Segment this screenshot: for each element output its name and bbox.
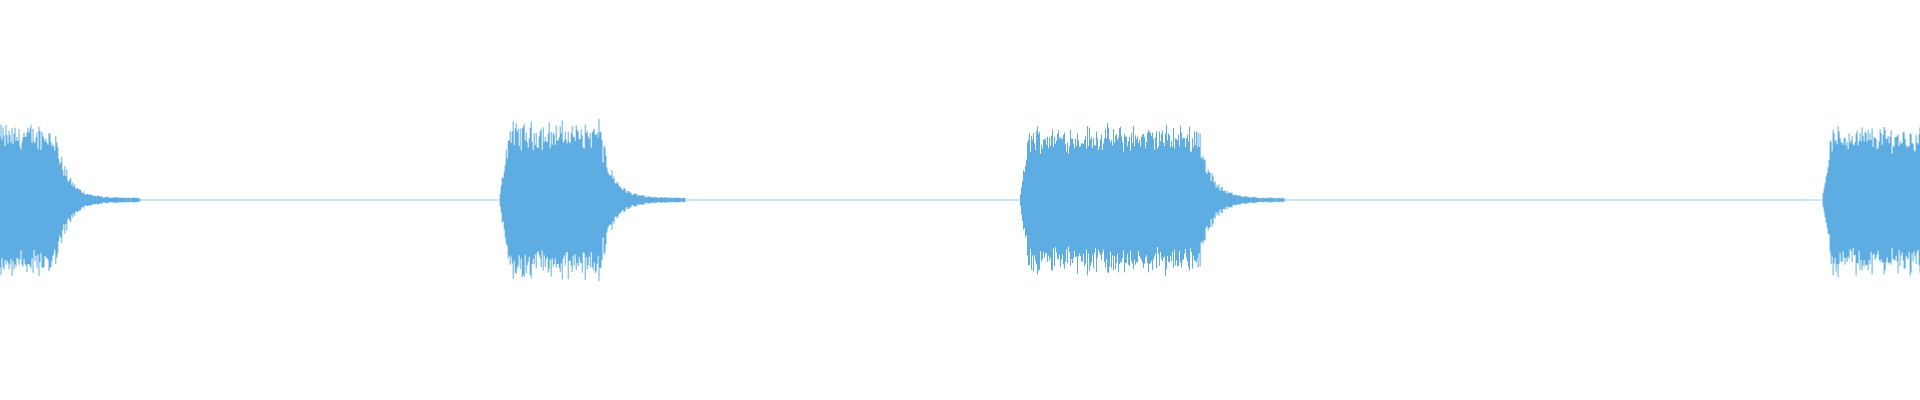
waveform-burst-strokes — [1822, 126, 1920, 277]
waveform-burst-strokes — [1020, 123, 1285, 277]
waveform-burst-strokes — [499, 118, 686, 282]
waveform-burst — [1822, 126, 1920, 277]
waveform-bursts — [0, 118, 1920, 282]
waveform-burst — [499, 118, 686, 282]
waveform-burst-strokes — [0, 124, 141, 277]
waveform-burst — [0, 124, 141, 277]
waveform-burst — [1020, 123, 1285, 277]
